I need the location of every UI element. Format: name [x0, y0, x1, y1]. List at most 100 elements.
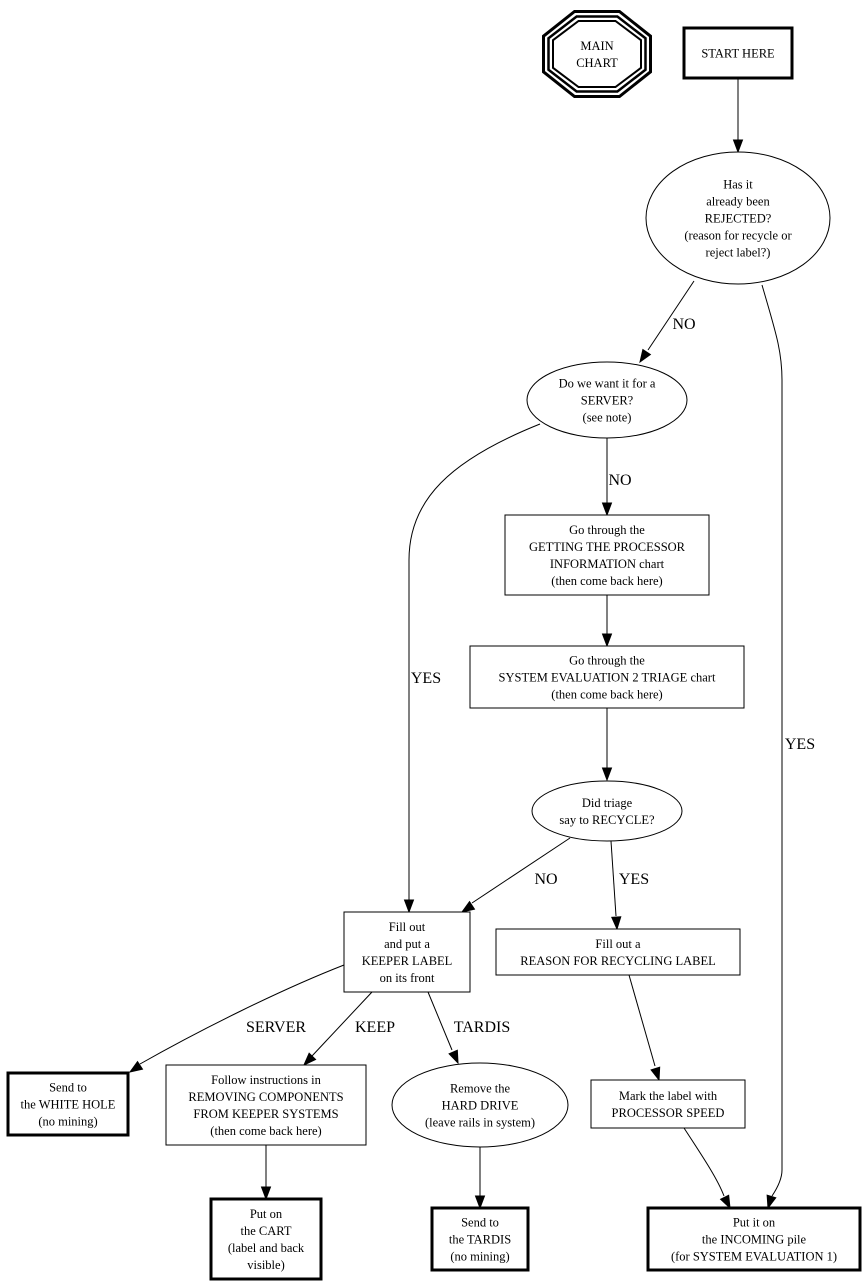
edge-removing-components-to-cart — [260, 1145, 272, 1201]
node-text-line: (then come back here) — [210, 1124, 321, 1138]
edge-line — [761, 284, 783, 1197]
edge-already-rejected-to-want-for-server — [639, 280, 695, 364]
edge-line — [311, 991, 373, 1057]
bold-box-shape — [682, 26, 794, 80]
edge-remove-hard-drive-to-tardis — [474, 1147, 486, 1210]
node-text-line: on its front — [380, 971, 435, 985]
node-text-line: say to RECYCLE? — [559, 813, 655, 827]
edge-line — [139, 964, 345, 1065]
node-text-line: the TARDIS — [449, 1233, 511, 1247]
box-shape — [469, 645, 745, 709]
octagon-outer — [542, 10, 652, 98]
edge-label: YES — [411, 670, 441, 687]
edge-keeper-label-to-remove-hard-drive — [427, 991, 459, 1065]
node-text-line: (reason for recycle or — [684, 229, 792, 243]
node-triage-recycle: Did triage say to RECYCLE? — [531, 780, 683, 842]
edge-label: SERVER — [246, 1019, 306, 1036]
edge-label: NO — [608, 472, 631, 489]
edge-label: NO — [672, 316, 695, 333]
node-text-line: (for SYSTEM EVALUATION 1) — [671, 1250, 837, 1264]
arrowhead-icon — [474, 1195, 486, 1210]
node-text-line: REMOVING COMPONENTS — [188, 1090, 343, 1104]
arrowhead-icon — [601, 633, 613, 648]
arrowhead-icon — [460, 900, 476, 913]
node-main-chart: MAIN CHART — [542, 10, 652, 98]
edges-layer — [128, 79, 783, 1210]
node-text-line: (see note) — [583, 411, 632, 425]
edge-label: NO — [534, 871, 557, 888]
arrowhead-icon — [639, 348, 652, 364]
node-text-line: SYSTEM EVALUATION 2 TRIAGE chart — [499, 671, 716, 685]
arrowhead-icon — [611, 916, 622, 931]
node-text-line: reject label?) — [706, 246, 771, 260]
arrowhead-icon — [601, 502, 613, 517]
node-text-line: Go through the — [569, 654, 645, 668]
node-text-line: MAIN — [580, 39, 613, 53]
node-text-line: Has it — [723, 178, 753, 192]
node-tardis: Send to the TARDIS (no mining) — [430, 1206, 530, 1272]
arrowhead-icon — [601, 767, 613, 782]
box-shape — [504, 514, 710, 596]
edge-line — [408, 423, 541, 900]
arrowhead-icon — [128, 1060, 144, 1073]
arrowhead-icon — [303, 1052, 317, 1067]
node-incoming-pile: Put it on the INCOMING pile (for SYSTEM EV… — [646, 1206, 862, 1272]
node-text-line: FROM KEEPER SYSTEMS — [193, 1107, 338, 1121]
box-shape — [165, 1064, 367, 1146]
arrowhead-icon — [766, 1194, 777, 1210]
node-text-line: visible) — [247, 1258, 285, 1272]
node-text-line: (leave rails in system) — [425, 1116, 535, 1130]
node-text-line: CHART — [576, 56, 618, 70]
node-text-line: the CART — [241, 1224, 292, 1238]
box-shape — [343, 911, 471, 993]
node-text-line: and put a — [384, 937, 430, 951]
bold-box-shape — [430, 1206, 530, 1272]
node-text-line: SERVER? — [581, 394, 634, 408]
ellipse-shape — [391, 1062, 569, 1148]
arrowhead-icon — [650, 1066, 661, 1082]
node-text-line: Put it on — [733, 1216, 776, 1230]
node-text-line: the WHITE HOLE — [21, 1098, 116, 1112]
node-text-line: (then come back here) — [551, 574, 662, 588]
edge-line — [610, 840, 617, 917]
edge-line — [471, 837, 571, 904]
node-text-line: Follow instructions in — [211, 1073, 321, 1087]
node-text-line: Send to — [461, 1216, 499, 1230]
edge-line — [628, 974, 656, 1067]
edge-line — [683, 1127, 725, 1197]
node-text-line: (no mining) — [38, 1115, 97, 1129]
node-text-line: START HERE — [701, 47, 775, 61]
arrowhead-icon — [719, 1194, 731, 1210]
node-text-line: REASON FOR RECYCLING LABEL — [520, 954, 716, 968]
ellipse-shape — [526, 361, 688, 439]
node-text-line: (no mining) — [450, 1250, 509, 1264]
bold-box-shape — [6, 1071, 130, 1137]
node-text-line: Fill out — [389, 920, 426, 934]
ellipse-shape — [531, 780, 683, 842]
node-text-line: Mark the label with — [619, 1089, 718, 1103]
node-text-line: already been — [706, 195, 770, 209]
octagon-middle — [547, 15, 647, 93]
node-text-line: Did triage — [582, 796, 633, 810]
edge-already-rejected-to-incoming-pile — [761, 284, 783, 1210]
arrowhead-icon — [403, 899, 415, 914]
arrowhead-icon — [260, 1186, 272, 1201]
node-text-line: the INCOMING pile — [702, 1233, 807, 1247]
edge-line — [427, 991, 453, 1051]
edge-keeper-label-to-removing-components — [303, 991, 373, 1067]
edge-processor-info-to-triage-chart — [601, 595, 613, 648]
edge-triage-recycle-to-keeper-label — [460, 837, 571, 913]
node-text-line: (label and back — [228, 1241, 305, 1255]
node-removing-components: Follow instructions in REMOVING COMPONENT… — [165, 1064, 367, 1146]
bold-box-shape — [209, 1197, 323, 1281]
